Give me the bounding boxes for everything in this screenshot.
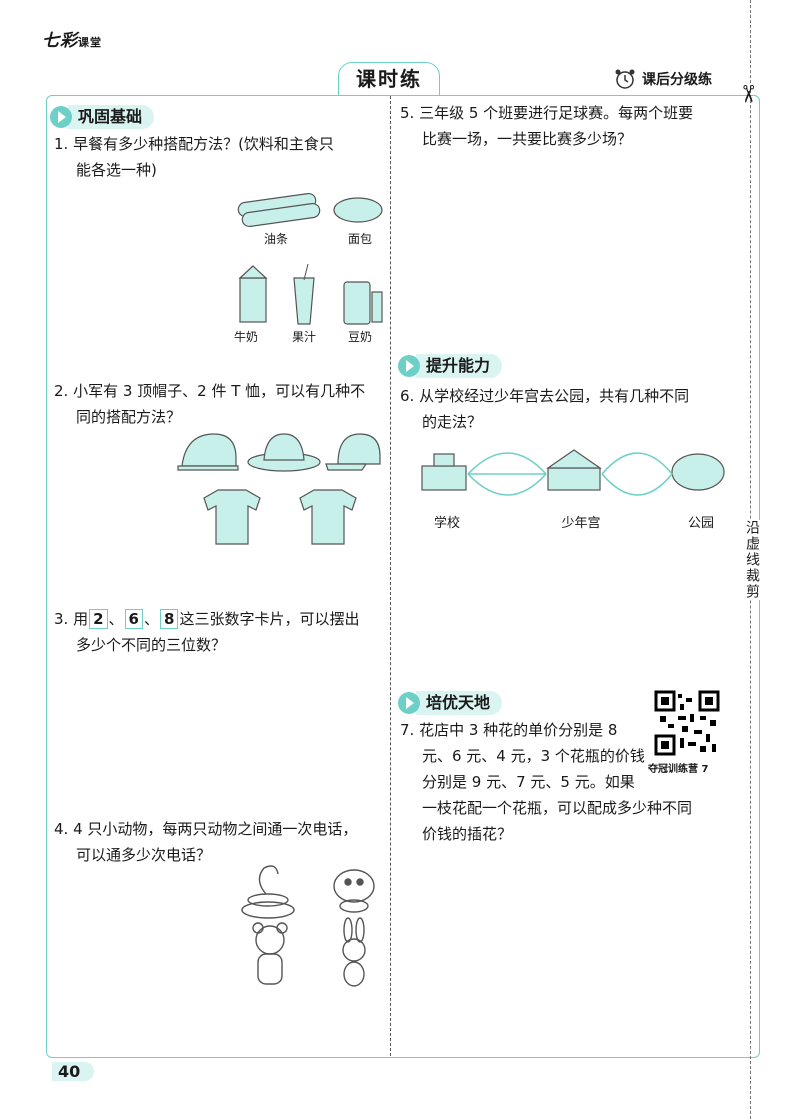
rabbit-icon [342,917,366,987]
school-icon [421,453,467,491]
label-park: 公园 [687,516,714,531]
q7-line5: 价钱的插花？ [422,825,513,843]
bear-icon [252,922,288,985]
section-basic-label: 巩固基础 [68,105,155,129]
tshirt-icon [299,489,357,545]
column-divider [390,96,391,1056]
label-bread: 面包 [347,232,372,246]
cut-note: 沿虚线裁剪 [740,520,762,600]
youth-palace-icon [546,449,602,491]
section-excellent: 培优天地 [398,690,503,716]
page-number: 40 [52,1062,95,1081]
question-5: 5. 三年级 5 个班要进行足球赛。每两个班要 比赛一场，一共要比赛多少场？ [400,100,693,152]
q7-line2: 元、6 元、4 元，3 个花瓶的价钱 [422,747,645,765]
soymilk-icon [343,281,383,325]
routes-diagram [421,449,725,496]
page-title: 课时练 [338,62,440,95]
content-frame [46,95,760,1058]
q1-line2: 能各选一种) [76,161,157,179]
park-icon [671,453,725,491]
milk-icon [238,265,268,323]
q7-line4: 一枝花配一个花瓶，可以配成多少种不同 [422,799,693,817]
q3-suffix: 这三张数字卡片，可以摆出 [179,610,360,628]
routes [467,452,673,496]
q3-sep-2: 、 [143,610,159,628]
play-icon [398,355,420,377]
question-4: 4. 4 只小动物，每两只动物之间通一次电话， 可以通多少次电话？ [54,816,357,868]
sunhat-icon [247,433,321,472]
label-juice: 果汁 [291,330,316,344]
polo-shirt-icon [203,489,261,545]
question-6: 6. 从学校经过少年宫去公园，共有几种不同 的走法？ [400,383,689,435]
number-card-2: 6 [124,609,143,629]
q3-sep-1: 、 [108,610,124,628]
brand-small: 课堂 [78,36,102,49]
q2-line2: 同的搭配方法？ [76,408,182,426]
question-1: 1. 早餐有多少种搭配方法？(饮料和主食只 能各选一种) [54,131,334,183]
cap-icon [177,433,239,471]
section-improve-label: 提升能力 [416,354,503,378]
label-school: 学校 [433,516,460,531]
header-right: 课后分级练 [614,68,712,90]
animals-illustration [241,865,375,987]
label-youth-palace: 少年宫 [561,516,601,531]
number-card-1: 2 [89,609,108,629]
question-7: 7. 花店中 3 种花的单价分别是 8 元、6 元、4 元，3 个花瓶的价钱 分… [400,717,692,847]
number-card-3: 8 [160,609,179,629]
snake-icon [241,865,295,919]
label-milk: 牛奶 [233,330,258,344]
q3-prefix: 3. 用 [54,610,89,628]
q4-line2: 可以通多少次电话？ [76,846,212,864]
alarm-clock-icon [615,69,635,89]
q7-line1: 7. 花店中 3 种花的单价分别是 8 [400,721,618,739]
section-basic: 巩固基础 [50,104,155,130]
baseball-cap-icon [325,433,381,471]
play-icon [50,106,72,128]
scissors-icon: ✂ [734,83,763,105]
label-soymilk: 豆奶 [347,330,372,344]
qr-code-icon[interactable] [654,690,720,756]
qr-caption: 夺冠训练营 7 [648,764,709,775]
section-excellent-label: 培优天地 [416,691,503,715]
play-icon [398,692,420,714]
bread-icon [333,197,383,223]
header-right-label: 课后分级练 [642,72,712,88]
question-2: 2. 小军有 3 顶帽子、2 件 T 恤，可以有几种不 同的搭配方法？ [54,378,365,430]
q5-line1: 5. 三年级 5 个班要进行足球赛。每两个班要 [400,104,694,122]
section-improve: 提升能力 [398,353,503,379]
dog-icon [333,869,375,913]
clothes-illustration [177,433,381,545]
q5-line2: 比赛一场，一共要比赛多少场？ [422,130,633,148]
q6-line1: 6. 从学校经过少年宫去公园，共有几种不同 [400,387,690,405]
q6-line2: 的走法？ [422,413,483,431]
breakfast-illustration [237,192,383,325]
label-youtiao: 油条 [263,232,288,246]
brand-logo: 七彩课堂 [42,26,102,51]
q3-line2: 多少个不同的三位数？ [76,636,227,654]
q1-line1: 1. 早餐有多少种搭配方法？(饮料和主食只 [54,135,334,153]
q2-line1: 2. 小军有 3 顶帽子、2 件 T 恤，可以有几种不 [54,382,366,400]
q7-line3: 分别是 9 元、7 元、5 元。如果 [422,773,635,791]
q4-line1: 4. 4 只小动物，每两只动物之间通一次电话， [54,820,358,838]
brand-name: 七彩 [42,31,78,51]
youtiao-icon [237,192,321,228]
juice-icon [293,263,315,325]
